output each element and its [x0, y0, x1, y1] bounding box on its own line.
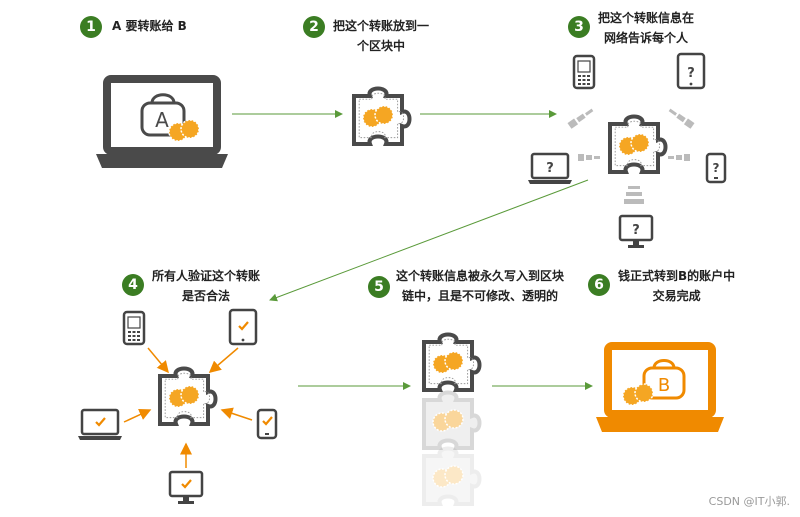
- step-4: 4 所有人验证这个转账 是否合法: [122, 266, 260, 306]
- step-3: 3 把这个转账信息在 网络告诉每个人: [568, 8, 694, 48]
- step-2: 2 把这个转账放到一 个区块中: [303, 16, 429, 56]
- step-text-line1: 把这个转账信息在: [598, 11, 695, 25]
- block-puzzle-icon: [352, 86, 412, 146]
- broadcast-signals: [567, 108, 695, 204]
- step-number: 4: [122, 274, 144, 296]
- step-6: 6 钱正式转到B的账户中 交易完成: [588, 266, 735, 306]
- step-text-line2: 是否合法: [182, 289, 231, 303]
- step-1: 1 A 要转账给 B: [80, 16, 187, 38]
- chain-block-3: [422, 446, 482, 506]
- step-text-line1: A 要转账给 B: [112, 19, 187, 33]
- question-mark: ?: [632, 223, 640, 238]
- step-5: 5 这个转账信息被永久写入到区块 链中，且是不可修改、透明的: [368, 266, 564, 306]
- step-number: 5: [368, 276, 390, 298]
- step-text-line2: 链中，且是不可修改、透明的: [402, 289, 559, 303]
- chain-block-2: [422, 390, 482, 450]
- wallet-a-label: A: [155, 108, 169, 132]
- step-number: 2: [303, 16, 325, 38]
- step-text-line2: 个区块中: [357, 39, 406, 53]
- step-number: 3: [568, 16, 590, 38]
- step-text-line1: 这个转账信息被永久写入到区块: [396, 269, 565, 283]
- phone-icon: [572, 54, 596, 90]
- arrow-3-4: [269, 179, 589, 302]
- watermark: CSDN @IT小郭.: [708, 495, 790, 508]
- phone-icon: [122, 310, 146, 346]
- question-mark: ?: [687, 66, 695, 81]
- verify-puzzle-icon: [158, 366, 218, 426]
- monitor-icon: [168, 470, 204, 506]
- broadcast-puzzle-icon: [608, 114, 668, 174]
- step-number: 1: [80, 16, 102, 38]
- wallet-b-icon: B: [642, 359, 686, 400]
- step-text-line1: 所有人验证这个转账: [152, 269, 261, 283]
- wallet-b-label: B: [658, 375, 670, 396]
- chain-block-1: [422, 332, 482, 392]
- step-text-line1: 钱正式转到B的账户中: [618, 269, 736, 283]
- question-mark: ?: [546, 161, 554, 176]
- question-mark: ?: [713, 161, 720, 175]
- step-text-line1: 把这个转账放到一: [333, 19, 430, 33]
- step-text-line2: 交易完成: [652, 289, 701, 303]
- network-devices: ? ? ? ?: [526, 52, 727, 250]
- verify-arrows: [123, 347, 253, 468]
- step-number: 6: [588, 274, 610, 296]
- step-text-line2: 网络告诉每个人: [604, 31, 689, 45]
